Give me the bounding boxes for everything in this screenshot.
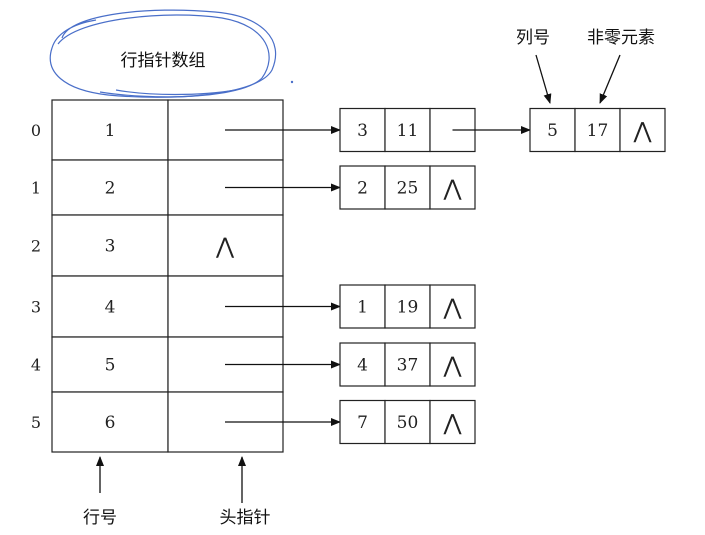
row-index: 3	[31, 298, 41, 317]
node-value-cell	[384, 399, 431, 445]
node-column-value: 2	[357, 179, 368, 199]
node-value-cell	[384, 284, 431, 329]
row-number: 1	[105, 121, 116, 141]
null-pointer-symbol: ⋀	[442, 296, 462, 321]
row-index: 4	[31, 356, 41, 375]
node-column-value: 5	[547, 121, 558, 141]
node-column-cell	[339, 165, 386, 210]
row-number-cell	[51, 99, 169, 161]
node-column-cell	[339, 107, 386, 153]
node-element-value: 37	[397, 356, 419, 376]
row-number: 5	[105, 356, 116, 376]
row-number-cell	[51, 159, 169, 216]
node-value-cell	[384, 165, 431, 210]
node-next-cell	[429, 284, 476, 329]
row-number-cell	[51, 336, 169, 393]
node-next-cell	[619, 107, 666, 153]
row-index: 5	[31, 413, 41, 432]
node-element-value: 19	[397, 298, 419, 318]
row-index: 1	[31, 179, 41, 198]
null-pointer-symbol: ⋀	[442, 411, 462, 436]
row-index: 2	[31, 237, 41, 256]
node-column-value: 4	[357, 356, 368, 376]
row-number: 3	[105, 237, 116, 257]
node-column-value: 7	[357, 413, 368, 433]
node-column-cell	[339, 284, 386, 329]
row-number: 2	[105, 179, 116, 199]
null-pointer-symbol: ⋀	[442, 177, 462, 202]
node-next-cell	[429, 399, 476, 445]
node-column-value: 1	[357, 298, 368, 318]
node-next-cell	[429, 165, 476, 210]
row-array-title: 行指针数组	[121, 51, 206, 71]
hand-drawn-ellipse-annotation	[49, 9, 294, 125]
row-pointer-array-table: 0 1 1 2 2 3 ⋀ 3 4 4 5 5 6	[31, 99, 284, 453]
row-number-cell	[51, 214, 169, 277]
node-column-cell	[339, 342, 386, 387]
column-no-arrow	[535, 54, 552, 104]
node-value-cell	[384, 107, 431, 153]
node-column-value: 3	[357, 121, 368, 141]
head-pointer-cell	[167, 214, 284, 277]
linked-nodes: 3 11 5 17 ⋀ 2 25 ⋀ 1 19 ⋀ 4 37 ⋀ 7 50 ⋀	[225, 107, 666, 445]
column-no-label: 列号	[516, 28, 550, 48]
null-pointer-symbol: ⋀	[442, 354, 462, 379]
null-pointer-symbol: ⋀	[632, 119, 652, 144]
row-number-cell	[51, 391, 169, 453]
null-pointer-symbol: ⋀	[215, 235, 235, 260]
row-number: 4	[105, 298, 116, 318]
nonzero-element-arrow	[599, 54, 621, 104]
row-index: 0	[31, 121, 41, 140]
node-next-cell	[429, 342, 476, 387]
node-element-value: 11	[397, 121, 419, 141]
nonzero-element-label: 非零元素	[587, 28, 655, 48]
head-pointer-label: 头指针	[220, 508, 271, 528]
row-no-label: 行号	[83, 508, 117, 528]
node-element-value: 17	[587, 121, 609, 141]
node-value-cell	[574, 107, 621, 153]
row-number: 6	[105, 413, 116, 433]
node-element-value: 25	[397, 179, 419, 199]
node-element-value: 50	[397, 413, 419, 433]
node-column-cell	[339, 399, 386, 445]
